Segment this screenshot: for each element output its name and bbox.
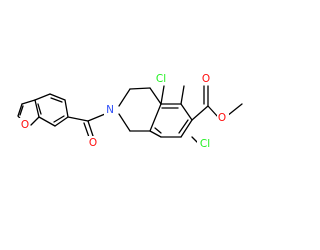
furan-oxygen-label: O [21,119,29,131]
bond [191,105,209,121]
bond [19,105,24,116]
bond [149,87,162,105]
label-backdrop [19,118,30,130]
ester-carbonyl-oxygen-label: O [202,73,210,85]
bond [149,130,162,138]
bond [154,127,162,134]
aromatic-ring [149,103,193,138]
bond [53,115,65,123]
bond [38,116,56,127]
bond [34,93,51,101]
bond [226,103,243,117]
molecule-structure: O O N Cl Cl O O [17,73,243,150]
ester-oxygen-label: O [218,112,226,124]
structure-canvas: O O N Cl Cl O O [17,73,243,150]
bond [180,85,185,105]
atom-labels: O O N Cl Cl O O [19,73,229,150]
label-backdrop [104,104,116,116]
lower-chlorine-label: Cl [200,138,210,150]
bond [54,116,69,127]
bond [160,85,165,105]
bond [118,113,131,132]
label-backdrop [88,136,99,148]
bond [180,119,193,138]
bond [17,103,23,117]
carbonyl-oxygen-label: O [89,137,97,149]
label-backdrop [200,73,212,85]
bond [49,93,66,101]
ring-nitrogen-label: N [106,104,114,116]
label-backdrop [217,112,229,124]
bond [34,99,40,118]
label-backdrop [153,73,168,85]
bond [50,97,63,103]
bond [178,119,189,134]
bond [37,103,42,115]
bond [118,88,131,107]
bond [180,103,193,121]
bond [149,103,162,132]
tetrahydro-ring [118,87,162,132]
bond [207,105,219,118]
bond [87,113,106,122]
upper-chlorine-label: Cl [156,73,166,85]
label-backdrop [197,138,213,150]
amide-group [67,113,106,141]
bond [129,87,151,90]
bond [21,99,36,105]
bond [30,116,40,126]
bond [67,116,89,122]
bond [64,99,69,118]
substituent-bonds [160,85,243,144]
